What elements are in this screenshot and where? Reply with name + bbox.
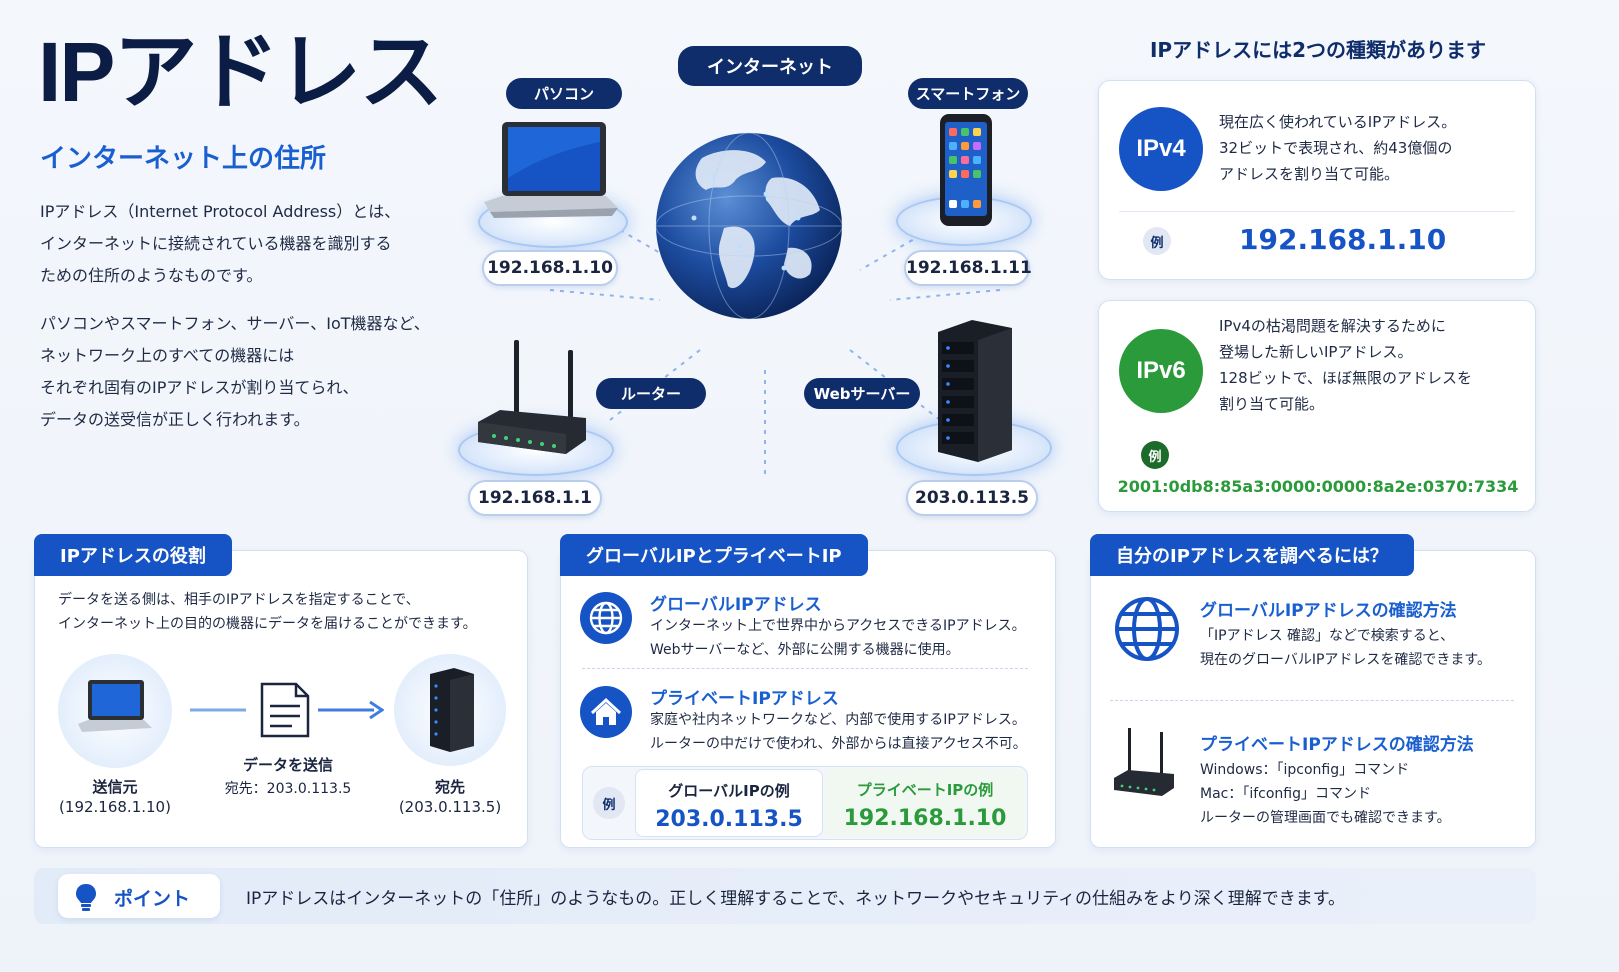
point-label: ポイント <box>114 888 191 910</box>
sender-circle <box>58 654 172 768</box>
check-global-description: 「IPアドレス 確認」などで検索すると、 現在のグローバルIPアドレスを確認でき… <box>1200 624 1520 672</box>
ipv4-description: 現在広く使われているIPアドレス。 32ビットで表現され、約43億個の アドレス… <box>1219 109 1519 187</box>
check-private-heading: プライベートIPアドレスの確認方法 <box>1200 735 1474 755</box>
intro-paragraph-2: パソコンやスマートフォン、サーバー、IoT機器など、 ネットワーク上のすべての機… <box>40 308 460 436</box>
pc-label: パソコン <box>506 78 622 109</box>
ipv6-badge: IPv6 <box>1119 329 1203 413</box>
lightbulb-icon <box>76 884 96 911</box>
server-ip: 203.0.113.5 <box>906 480 1038 516</box>
role-title: IPアドレスの役割 <box>34 534 232 576</box>
ipv6-line: 登場した新しいIPアドレス。 <box>1219 343 1413 361</box>
page-title: IPアドレス <box>38 25 443 119</box>
router-icon <box>474 336 590 464</box>
ipv4-line: アドレスを割り当て可能。 <box>1219 165 1400 183</box>
role-line: インターネット上の目的の機器にデータを届けることができます。 <box>58 616 477 632</box>
ipv4-card: IPv4 現在広く使われているIPアドレス。 32ビットで表現され、約43億個の… <box>1098 80 1536 280</box>
global-private-title: グローバルIPとプライベートIP <box>560 534 868 576</box>
ipv6-card: IPv6 IPv4の枯渇問題を解決するために 登場した新しいIPアドレス。 12… <box>1098 300 1536 512</box>
intro-line: データの送受信が正しく行われます。 <box>40 410 310 429</box>
server-icon <box>430 668 474 752</box>
ipv6-line: IPv4の枯渇問題を解決するために <box>1219 317 1446 335</box>
role-description: データを送る側は、相手のIPアドレスを指定することで、 インターネット上の目的の… <box>58 588 518 636</box>
private-line: 家庭や社内ネットワークなど、内部で使用するIPアドレス。 <box>650 712 1026 728</box>
types-heading: IPアドレスには2つの種類があります <box>1149 38 1486 62</box>
ipv4-example: 192.168.1.10 <box>1239 223 1447 256</box>
data-flow-arrow <box>190 682 384 738</box>
globe-icon <box>654 118 844 336</box>
private-heading: プライベートIPアドレス <box>650 689 839 709</box>
server-icon <box>934 318 1016 464</box>
laptop-icon <box>78 680 152 732</box>
sender-label: 送信元 <box>92 778 138 796</box>
global-heading: グローバルIPアドレス <box>650 595 822 615</box>
example-badge: 例 <box>1143 227 1171 255</box>
private-line: ルーターの中だけで使われ、外部からは直接アクセス不可。 <box>650 736 1027 752</box>
home-icon <box>580 686 632 738</box>
intro-line: ネットワーク上のすべての機器には <box>40 346 295 365</box>
server-label: Webサーバー <box>804 378 920 409</box>
intro-line: ための住所のようなものです。 <box>40 266 263 285</box>
check-global-heading: グローバルIPアドレスの確認方法 <box>1200 601 1457 621</box>
ipv6-line: 割り当て可能。 <box>1219 395 1325 413</box>
ipv4-line: 32ビットで表現され、約43億個の <box>1219 139 1453 157</box>
globe-icon <box>1112 594 1182 664</box>
intro-line: インターネットに接続されている機器を識別する <box>40 234 392 253</box>
global-example-label: グローバルIPの例 <box>668 782 790 800</box>
destination-ip: (203.0.113.5) <box>398 798 502 816</box>
ipv4-badge: IPv4 <box>1119 107 1203 191</box>
private-example-box: プライベートIPの例 192.168.1.10 <box>825 769 1025 837</box>
check-private-line: Windows：「ipconfig」コマンド <box>1200 762 1410 778</box>
globe-icon <box>580 592 632 644</box>
intro-paragraph-1: IPアドレス（Internet Protocol Address）とは、 インタ… <box>40 196 440 292</box>
global-line: インターネット上で世界中からアクセスできるIPアドレス。 <box>650 618 1026 634</box>
ipv6-line: 128ビットで、ほぼ無限のアドレスを <box>1219 369 1473 387</box>
check-private-line: ルーターの管理画面でも確認できます。 <box>1200 810 1451 826</box>
intro-line: IPアドレス（Internet Protocol Address）とは、 <box>40 202 401 221</box>
router-icon <box>1110 724 1178 802</box>
phone-label: スマートフォン <box>908 78 1028 109</box>
router-label: ルーター <box>596 378 706 409</box>
private-example-ip: 192.168.1.10 <box>843 806 1007 831</box>
phone-ip: 192.168.1.11 <box>904 250 1032 286</box>
global-line: Webサーバーなど、外部に公開する機器に使用。 <box>650 642 960 658</box>
check-global-line: 「IPアドレス 確認」などで検索すると、 <box>1200 628 1455 644</box>
smartphone-icon <box>936 112 998 230</box>
global-example-box: グローバルIPの例 203.0.113.5 <box>635 769 823 837</box>
check-private-description: Windows：「ipconfig」コマンド Mac：「ifconfig」コマン… <box>1200 758 1520 830</box>
divider <box>1110 700 1514 701</box>
example-box: 例 グローバルIPの例 203.0.113.5 プライベートIPの例 192.1… <box>582 766 1028 840</box>
destination-circle <box>394 654 506 766</box>
private-example-label: プライベートIPの例 <box>856 781 994 799</box>
point-bar: ポイント IPアドレスはインターネットの「住所」のようなもの。正しく理解すること… <box>34 868 1536 924</box>
divider <box>582 668 1028 669</box>
check-section <box>1090 550 1536 848</box>
laptop-icon <box>480 118 620 230</box>
send-destination: 宛先：203.0.113.5 <box>224 781 352 797</box>
destination-label: 宛先 <box>434 778 465 796</box>
check-private-line: Mac：「ifconfig」コマンド <box>1200 786 1372 802</box>
example-badge: 例 <box>1141 441 1169 469</box>
point-badge: ポイント <box>58 874 220 918</box>
role-line: データを送る側は、相手のIPアドレスを指定することで、 <box>58 592 420 608</box>
send-label: データを送信 <box>242 756 333 774</box>
divider <box>1119 211 1515 212</box>
ipv4-line: 現在広く使われているIPアドレス。 <box>1219 113 1457 131</box>
page-subtitle: インターネット上の住所 <box>40 144 327 174</box>
check-global-line: 現在のグローバルIPアドレスを確認できます。 <box>1200 652 1492 668</box>
sender-ip: (192.168.1.10) <box>59 798 171 816</box>
router-ip: 192.168.1.1 <box>468 480 602 516</box>
global-example-ip: 203.0.113.5 <box>655 807 803 832</box>
pc-ip: 192.168.1.10 <box>482 250 618 286</box>
intro-line: パソコンやスマートフォン、サーバー、IoT機器など、 <box>40 314 430 333</box>
document-icon <box>260 682 310 738</box>
private-description: 家庭や社内ネットワークなど、内部で使用するIPアドレス。 ルーターの中だけで使わ… <box>650 708 1050 756</box>
internet-label: インターネット <box>678 46 862 86</box>
example-badge: 例 <box>593 787 625 819</box>
ipv6-example: 2001:0db8:85a3:0000:0000:8a2e:0370:7334 <box>1117 477 1519 496</box>
global-description: インターネット上で世界中からアクセスできるIPアドレス。 Webサーバーなど、外… <box>650 614 1050 662</box>
ipv6-description: IPv4の枯渇問題を解決するために 登場した新しいIPアドレス。 128ビットで… <box>1219 313 1529 417</box>
check-title: 自分のIPアドレスを調べるには？ <box>1090 534 1414 576</box>
point-text: IPアドレスはインターネットの「住所」のようなもの。正しく理解することで、ネット… <box>246 889 1346 909</box>
intro-line: それぞれ固有のIPアドレスが割り当てられ、 <box>40 378 359 397</box>
